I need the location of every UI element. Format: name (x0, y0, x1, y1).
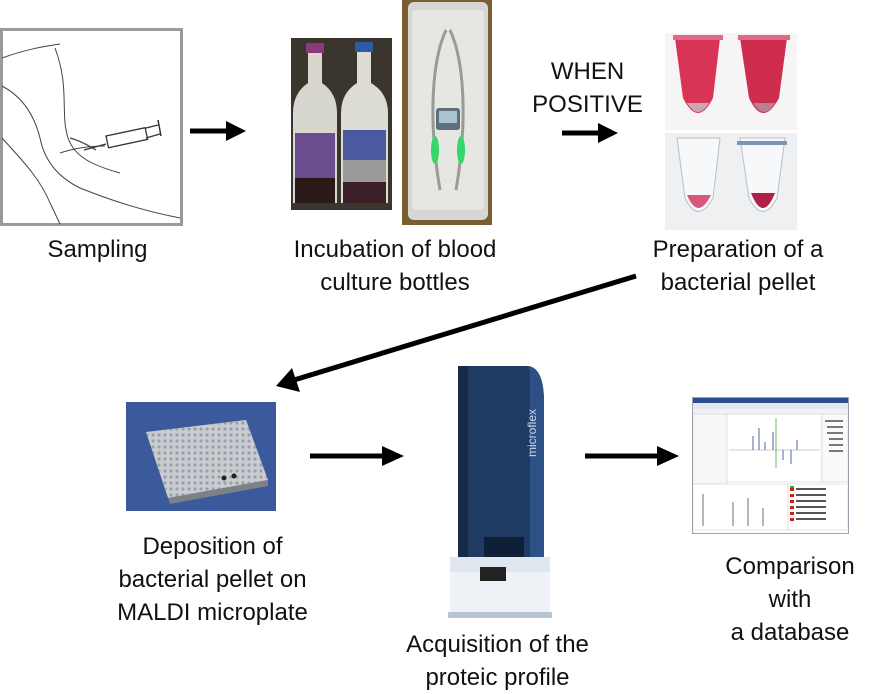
deposition-label: Deposition of bacterial pellet on MALDI … (117, 533, 308, 626)
sampling-label: Sampling (47, 236, 148, 263)
sampling-illustration (0, 28, 183, 226)
arrow-right-icon (585, 446, 679, 466)
pellet-tubes-photo (665, 33, 797, 130)
when-positive-label: WHEN POSITIVE (532, 58, 643, 118)
spectrum-software-screenshot (692, 397, 849, 534)
microflex-brand-text: microflex (525, 409, 539, 457)
pellet-tubes-washed-photo (665, 133, 797, 230)
incubator-photo (402, 0, 492, 225)
arrow-right-icon (562, 123, 618, 143)
blood-culture-bottles-photo (291, 38, 392, 210)
maldi-plate-photo (126, 402, 276, 511)
arrow-diagonal-icon (276, 273, 637, 392)
acquisition-label: Acquisition of the proteic profile (406, 631, 589, 691)
mass-spectrometer-photo: microflex (440, 362, 552, 620)
incubation-label: Incubation of blood culture bottles (293, 236, 497, 296)
arrow-right-icon (190, 121, 246, 141)
preparation-label: Preparation of a bacterial pellet (652, 236, 824, 296)
arrow-right-icon (310, 446, 404, 466)
syringe-sketch-icon (0, 28, 183, 226)
comparison-label: Comparison with a database (725, 553, 855, 646)
